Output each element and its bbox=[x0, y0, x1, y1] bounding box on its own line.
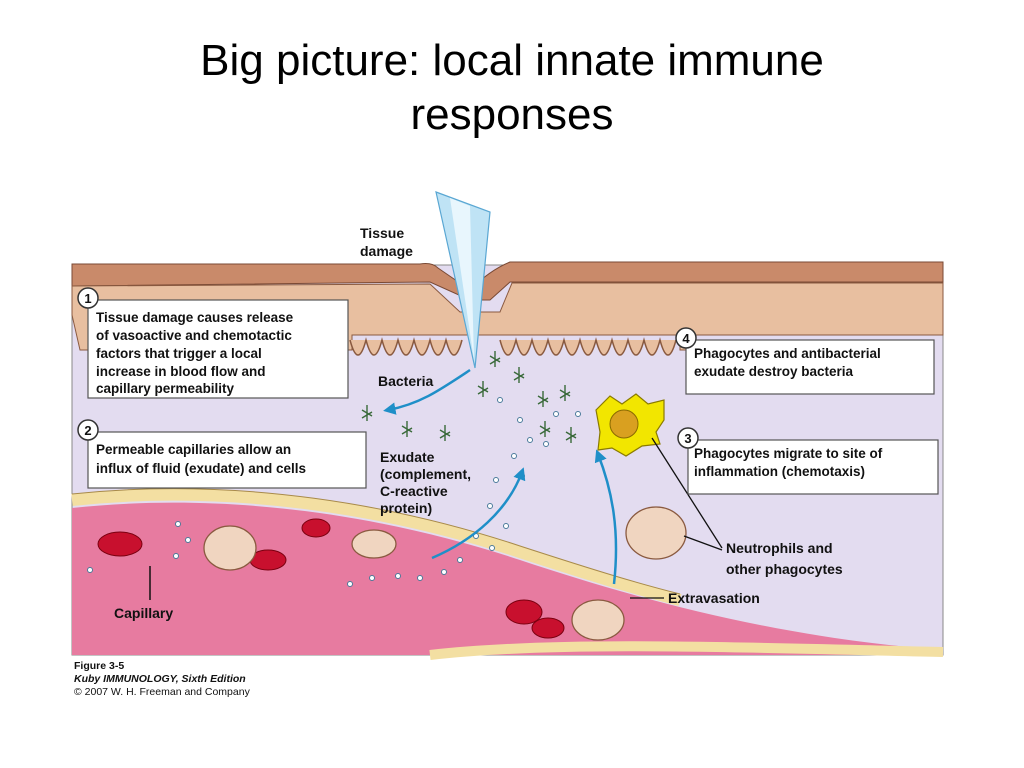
chemotaxis-arrow bbox=[594, 449, 618, 585]
bacteria-arrow bbox=[383, 368, 471, 415]
tissue-damage-label: Tissue damage bbox=[360, 225, 413, 259]
step-number-badge bbox=[677, 427, 699, 449]
step-text: Tissue damage causes release of vasoacti… bbox=[96, 310, 297, 396]
svg-text:1: 1 bbox=[84, 291, 91, 306]
capillary-label: Capillary bbox=[114, 605, 173, 621]
step-number-badge bbox=[77, 419, 99, 441]
slide-title-line-2: responses bbox=[410, 90, 614, 139]
step-text: Phagocytes migrate to site of inflammati… bbox=[694, 446, 886, 479]
neutrophil-pointer-1 bbox=[651, 437, 723, 549]
figure-number: Figure 3-5 bbox=[74, 660, 124, 672]
step-text: Permeable capillaries allow an influx of… bbox=[96, 442, 306, 476]
capillary-upper-wall bbox=[71, 488, 682, 606]
step-number-badge bbox=[77, 287, 99, 309]
exudate-arrow bbox=[431, 467, 526, 560]
svg-text:3: 3 bbox=[684, 431, 691, 446]
neutrophil-cells bbox=[203, 506, 687, 641]
capillary-vessel bbox=[72, 502, 943, 655]
exudate-particles bbox=[87, 397, 581, 587]
capillary-upper-wall-outline bbox=[71, 488, 681, 595]
bacteria-group bbox=[361, 351, 577, 443]
step-box-3: 3 Phagocytes migrate to site of inflamma… bbox=[677, 427, 939, 495]
step-box-2: 2 Permeable capillaries allow an influx … bbox=[77, 419, 367, 489]
step-box-4: 4 Phagocytes and antibacterial exudate d… bbox=[675, 327, 935, 395]
neutrophils-label: Neutrophils and other phagocytes bbox=[726, 540, 843, 577]
svg-text:4: 4 bbox=[682, 331, 690, 346]
phagocyte-nucleus bbox=[609, 409, 639, 439]
bacteria-label: Bacteria bbox=[378, 373, 433, 389]
step-number-badge bbox=[675, 327, 697, 349]
extravasation-label: Extravasation bbox=[668, 590, 760, 606]
step-box-1: 1 Tissue damage causes release of vasoac… bbox=[77, 287, 349, 399]
epithelial-villi bbox=[349, 337, 677, 356]
figure-copyright: © 2007 W. H. Freeman and Company bbox=[74, 686, 251, 698]
red-blood-cells bbox=[97, 518, 565, 639]
neutrophil-pointer-2 bbox=[683, 535, 723, 551]
slide-title-line-1: Big picture: local innate immune bbox=[200, 36, 824, 85]
splinter-highlight bbox=[450, 198, 474, 360]
step-text: Phagocytes and antibacterial exudate des… bbox=[694, 346, 885, 379]
figure-source: Kuby IMMUNOLOGY, Sixth Edition bbox=[74, 673, 246, 685]
capillary-lower-wall bbox=[429, 641, 944, 660]
exudate-label: Exudate (complement, C-reactive protein) bbox=[380, 449, 475, 516]
svg-text:2: 2 bbox=[84, 423, 91, 438]
slide-title: Big picture: local innate immune respons… bbox=[0, 34, 1024, 142]
